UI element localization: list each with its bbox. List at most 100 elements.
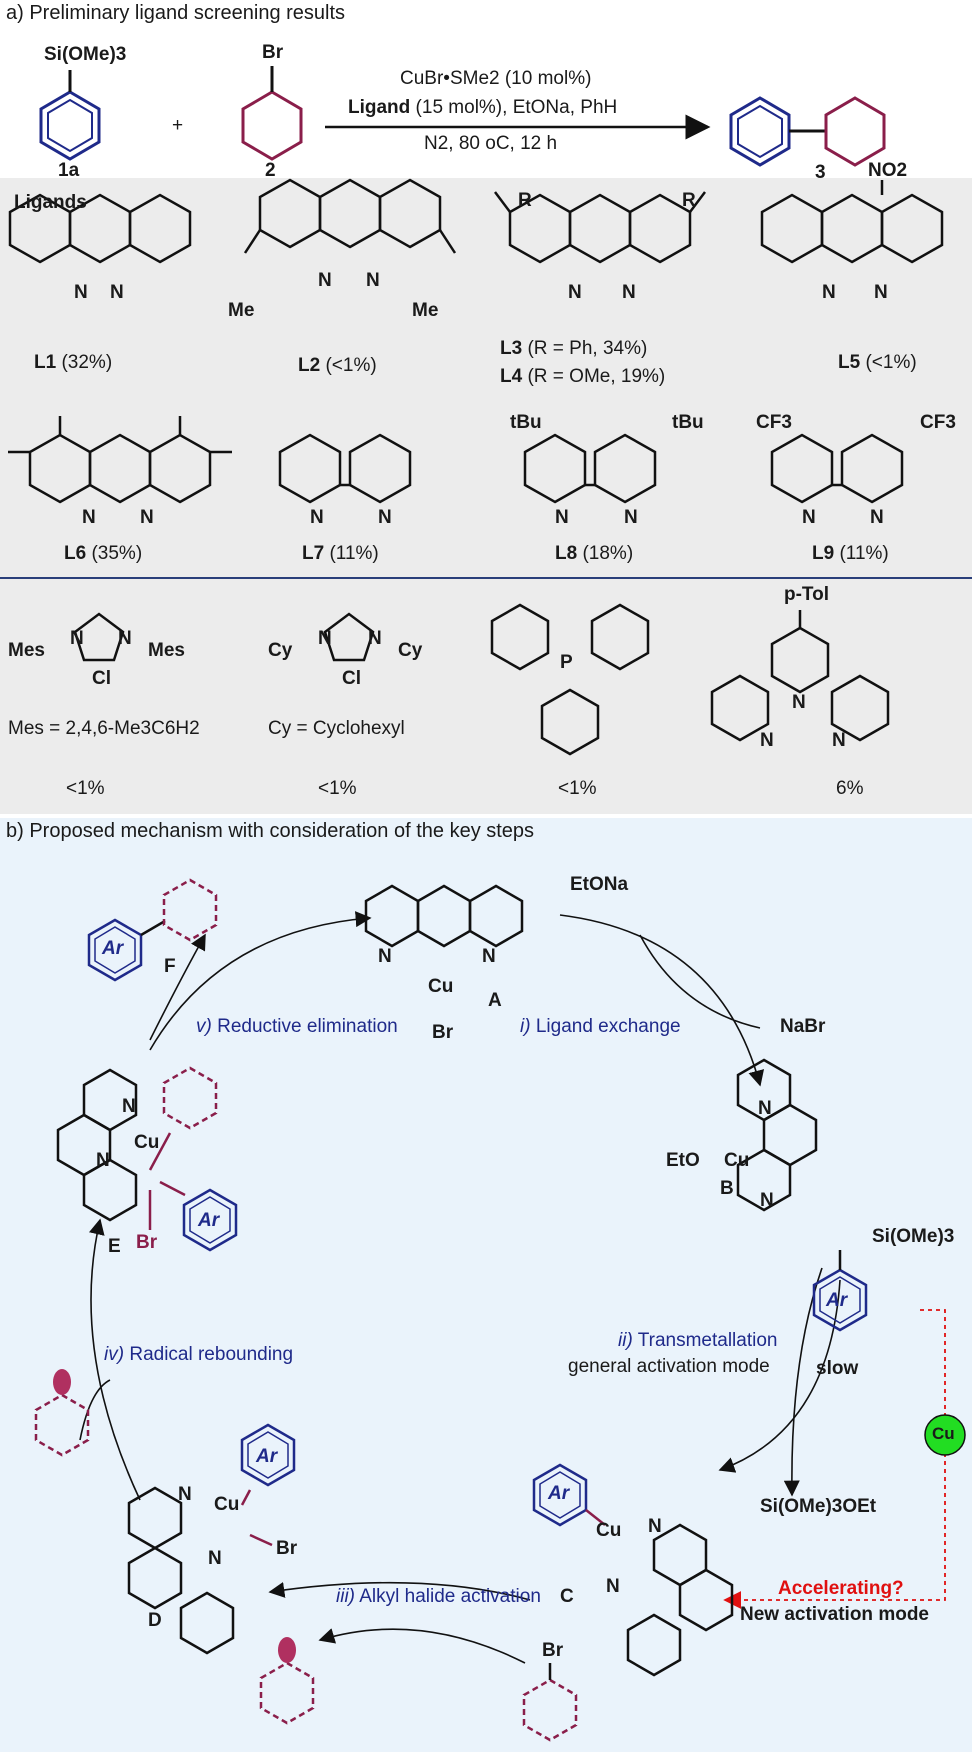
atom-label-Me: Me [228,300,255,321]
complex-E-bromide: Br [136,1232,158,1253]
triphenylphosphine-structure [490,603,650,756]
aryl-silane-group: Si(OMe)3 [872,1226,955,1247]
conditions-line-3: N2, 80 oC, 12 h [424,133,558,154]
radical-lobe-bottom [278,1637,296,1663]
icy-left-substituent: Cy [268,640,293,661]
atom-label-N: N [622,282,636,303]
alkyl-radical-bottom-structure [259,1661,315,1725]
imes-result: <1% [66,778,105,799]
copper-catalyst-label: Cu [932,1424,955,1443]
alkyl-bromide-structure [522,1678,578,1742]
atom-label-N: N [378,946,392,967]
reactant-1a-silyl-group: Si(OMe)3 [44,44,127,65]
accelerating-path [723,1309,946,1609]
ligand-L1-label: L1 (32%) [34,352,113,373]
atom-label-N: N [178,1484,192,1505]
accelerating-label: Accelerating? [778,1578,904,1599]
complex-D-structure [127,1423,296,1655]
species-E-label: E [108,1236,121,1257]
complex-E-copper: Cu [134,1132,160,1153]
atom-label-tBu: tBu [672,412,704,433]
plus-sign: + [172,115,184,136]
atom-label-N: N [70,628,84,649]
atom-label-N: N [368,628,382,649]
terpyridine-substituent: p-Tol [784,584,830,605]
step-i-label: i) Ligand exchange [520,1016,681,1037]
complex-D-bromide: Br [276,1538,298,1559]
atom-label-N: N [378,507,392,528]
atom-label-N: N [624,507,638,528]
ligand-L6-structure [8,416,232,504]
atom-label-N: N [870,507,884,528]
atom-label-N: N [822,282,836,303]
atom-label-N: N [122,1096,136,1117]
complex-D-ar: Ar [256,1446,278,1467]
atom-label-R: R [518,190,532,211]
product-F-structure [87,878,218,982]
ligand-L8-structure [523,433,657,504]
ligand-panel-divider [0,577,972,579]
atom-label-N: N [606,1576,620,1597]
complex-C-structure [532,1463,734,1677]
imes-definition: Mes = 2,4,6-Me3C6H2 [8,718,200,739]
ligand-L1-structure [8,193,192,264]
copper-catalyst-circle [924,1414,966,1456]
reactant-1a-label: 1a [58,160,80,181]
atom-label-N: N [832,730,846,751]
atom-label-N: N [82,507,96,528]
atom-label-N: N [318,270,332,291]
ligand-L9-structure [770,433,904,504]
step-v-label: v) Reductive elimination [196,1016,398,1037]
atom-label-N: N [482,946,496,967]
panel-b-title: b) Proposed mechanism with consideration… [6,820,535,842]
ligand-L7-structure [278,433,412,504]
new-activation-mode-label: New activation mode [740,1604,929,1625]
arrow-radical-in [79,1379,111,1441]
complex-D-copper: Cu [214,1494,240,1515]
step-iv-label: iv) Radical rebounding [104,1344,294,1365]
atom-label-CF3: CF3 [756,412,792,433]
atom-label-N: N [96,1150,110,1171]
radical-lobe-left [53,1369,71,1395]
arrow-B-to-C [718,1279,841,1473]
atom-label-N: N [118,628,132,649]
ligand-L3-label: L3 (R = Ph, 34%) [500,338,648,359]
step-ii-subtitle: general activation mode [568,1356,770,1377]
species-C-label: C [560,1586,574,1607]
atom-label-N: N [568,282,582,303]
panel-a-title: a) Preliminary ligand screening results [6,2,346,24]
ligand-L5-label: L5 (<1%) [838,352,917,373]
step-ii-label: ii) Transmetallation [618,1330,778,1351]
arrow-E-to-F [149,933,206,1041]
atom-label-N: N [208,1548,222,1569]
product-3-structure [729,96,886,167]
atom-label-N: N [318,628,332,649]
reactant-2-structure [241,66,303,161]
aryl-silane-ar: Ar [826,1290,848,1311]
complex-B-structure [736,1058,818,1212]
imes-structure [73,612,125,662]
conditions-line-2: Ligand (15 mol%), EtONa, PhH [348,97,617,119]
step-ii-slow: slow [816,1358,859,1379]
arrow-D-to-E [88,1218,141,1501]
atom-label-N: N [648,1516,662,1537]
ligands-heading: Ligands [14,192,87,213]
complex-E-structure [56,1066,238,1252]
species-A-label: A [488,990,502,1011]
atom-label-N: N [874,282,888,303]
ligand-L6-label: L6 (35%) [64,543,143,564]
arrow-C-to-D [268,1581,531,1601]
complex-A-copper: Cu [428,976,454,997]
complex-A-structure [364,884,524,948]
atom-label-N: N [74,282,88,303]
ligand-panel-background [0,178,972,814]
ligand-L7-label: L7 (11%) [302,543,379,564]
atom-label-N: N [140,507,154,528]
atom-label-N: N [760,1190,774,1211]
atom-label-N: N [110,282,124,303]
step-iii-label: iii) Alkyl halide activation [336,1586,541,1607]
arrow-alkylbr-in [318,1628,526,1664]
icy-result: <1% [318,778,357,799]
product-3-label: 3 [815,162,826,183]
